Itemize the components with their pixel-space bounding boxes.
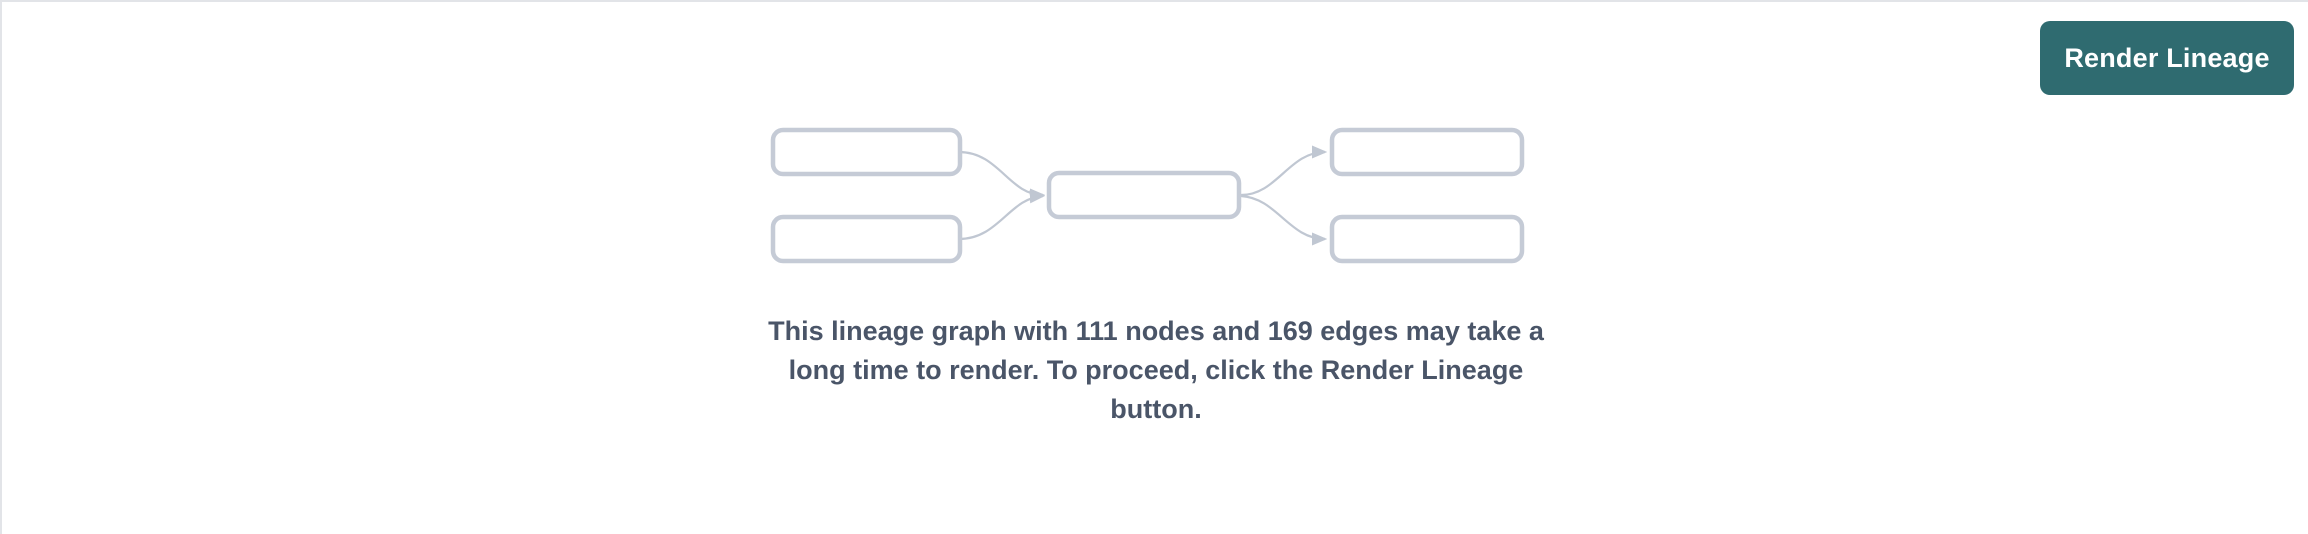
placeholder-node-source-1 — [770, 127, 963, 177]
placeholder-node-target-2 — [1329, 214, 1525, 264]
placeholder-node-source-2 — [770, 214, 963, 264]
edge-source2-to-center — [958, 190, 1046, 241]
edge-center-to-target2 — [1240, 194, 1328, 246]
edge-center-to-target1 — [1240, 145, 1328, 197]
lineage-empty-message: This lineage graph with 111 nodes and 16… — [768, 316, 1544, 424]
edge-source1-to-center — [958, 150, 1046, 202]
placeholder-node-center — [1046, 170, 1242, 220]
placeholder-node-target-1 — [1329, 127, 1525, 177]
render-lineage-button[interactable]: Render Lineage — [2040, 21, 2294, 95]
lineage-graph-placeholder — [770, 127, 1525, 264]
